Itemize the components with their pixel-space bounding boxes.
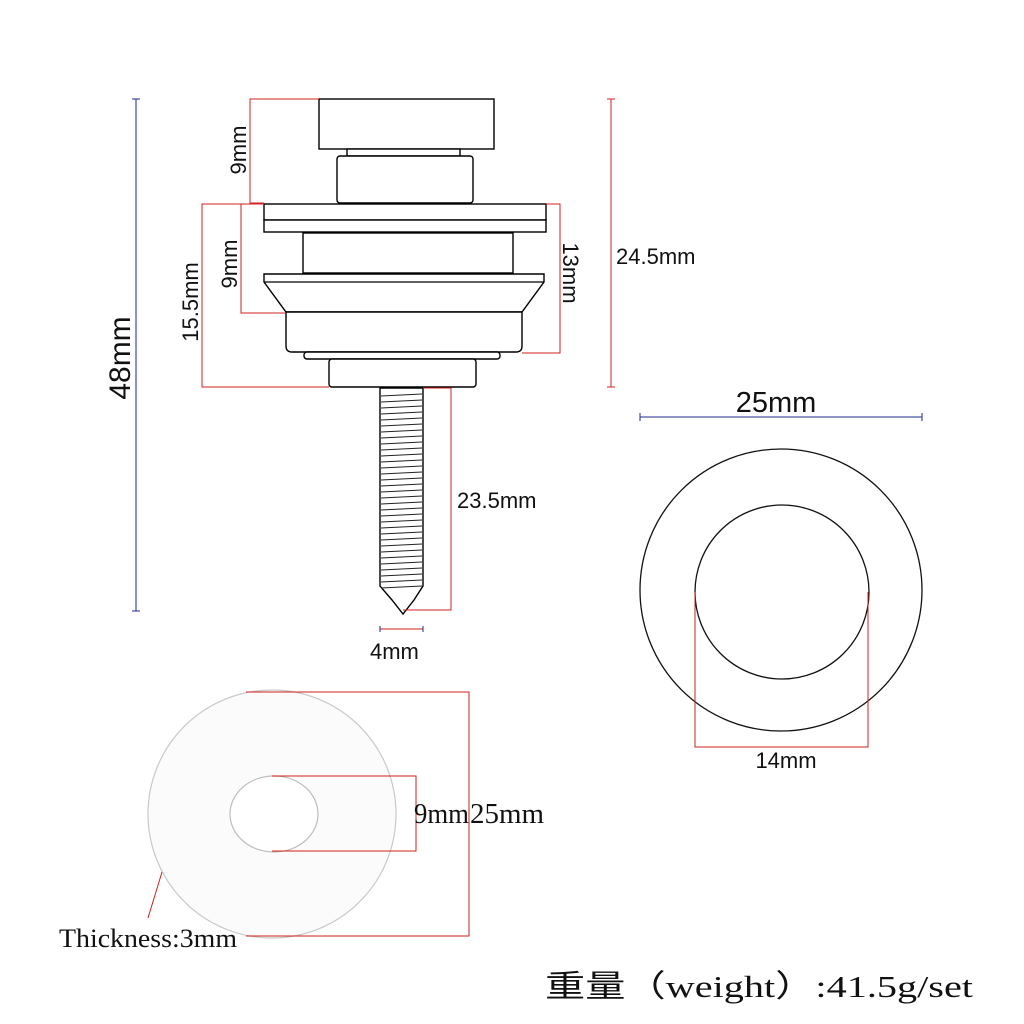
label-cap-height: 9mm (226, 126, 251, 175)
base-nut (328, 358, 477, 388)
screw-thread (380, 429, 423, 433)
screw-thread (380, 561, 423, 565)
label-outer-diameter: 25mm (736, 387, 817, 419)
screw-thread (380, 453, 423, 457)
washer (147, 689, 470, 939)
washer-hole (229, 775, 319, 853)
label-screw-length: 23.5mm (457, 488, 536, 513)
screw-thread (380, 525, 423, 529)
screw-thread (380, 465, 423, 469)
labels: 48mm 9mm 15.5mm 9mm 13mm 24.5mm 23.5mm 4… (59, 126, 973, 1004)
label-washer-outer: 25mm (470, 798, 544, 830)
screw-thread (380, 417, 423, 421)
screw-thread (380, 555, 423, 559)
ring-outer-circle (639, 448, 923, 732)
label-head-height: 24.5mm (616, 244, 695, 269)
label-flange-height: 9mm (217, 240, 242, 289)
screw-thread (380, 573, 423, 577)
screw-thread (380, 399, 423, 403)
base-ring (303, 351, 501, 360)
screw-thread (380, 447, 423, 451)
screw-thread (380, 483, 423, 487)
screw-thread (380, 435, 423, 439)
strap-lock-side-view (263, 98, 547, 616)
label-inner-diameter: 14mm (755, 748, 816, 773)
screw-thread (380, 489, 423, 493)
label-body-height: 15.5mm (178, 262, 203, 341)
screw-thread (380, 549, 423, 553)
label-washer-hole: 9mm (414, 798, 469, 830)
screw-thread (380, 513, 423, 517)
screw-thread (380, 531, 423, 535)
screw (379, 387, 424, 616)
screw-thread (380, 519, 423, 523)
screw-thread (380, 543, 423, 547)
screw-thread (380, 567, 423, 571)
screw-thread (380, 501, 423, 505)
ring-inner-circle (694, 504, 870, 680)
lock-neck (336, 155, 474, 204)
label-screw-diameter: 4mm (370, 639, 419, 664)
screw-thread (380, 477, 423, 481)
dimension-lines (132, 98, 615, 632)
screw-thread (380, 441, 423, 445)
screw-thread (380, 579, 423, 583)
screw-thread (380, 393, 423, 397)
screw-thread (380, 423, 423, 427)
top-plate (263, 203, 547, 221)
screw-thread (380, 507, 423, 511)
middle-collar (302, 232, 514, 274)
ring-top-view (639, 413, 923, 748)
screw-thread (380, 585, 423, 589)
top-plate-lower (263, 219, 547, 233)
screw-thread (380, 405, 423, 409)
screw-thread (380, 495, 423, 499)
screw-thread (380, 537, 423, 541)
label-washer-thickness: Thickness:3mm (59, 924, 237, 953)
label-weight: 重量（weight）:41.5g/set (545, 969, 973, 1004)
screw-thread (380, 411, 423, 415)
lower-flange (263, 273, 545, 313)
screw-thread (380, 471, 423, 475)
label-collar-height: 13mm (558, 242, 583, 303)
cap-ring (346, 148, 461, 157)
screw-thread (380, 459, 423, 463)
label-total-height: 48mm (104, 316, 137, 399)
base-body (285, 311, 523, 353)
lock-cap (318, 98, 495, 150)
